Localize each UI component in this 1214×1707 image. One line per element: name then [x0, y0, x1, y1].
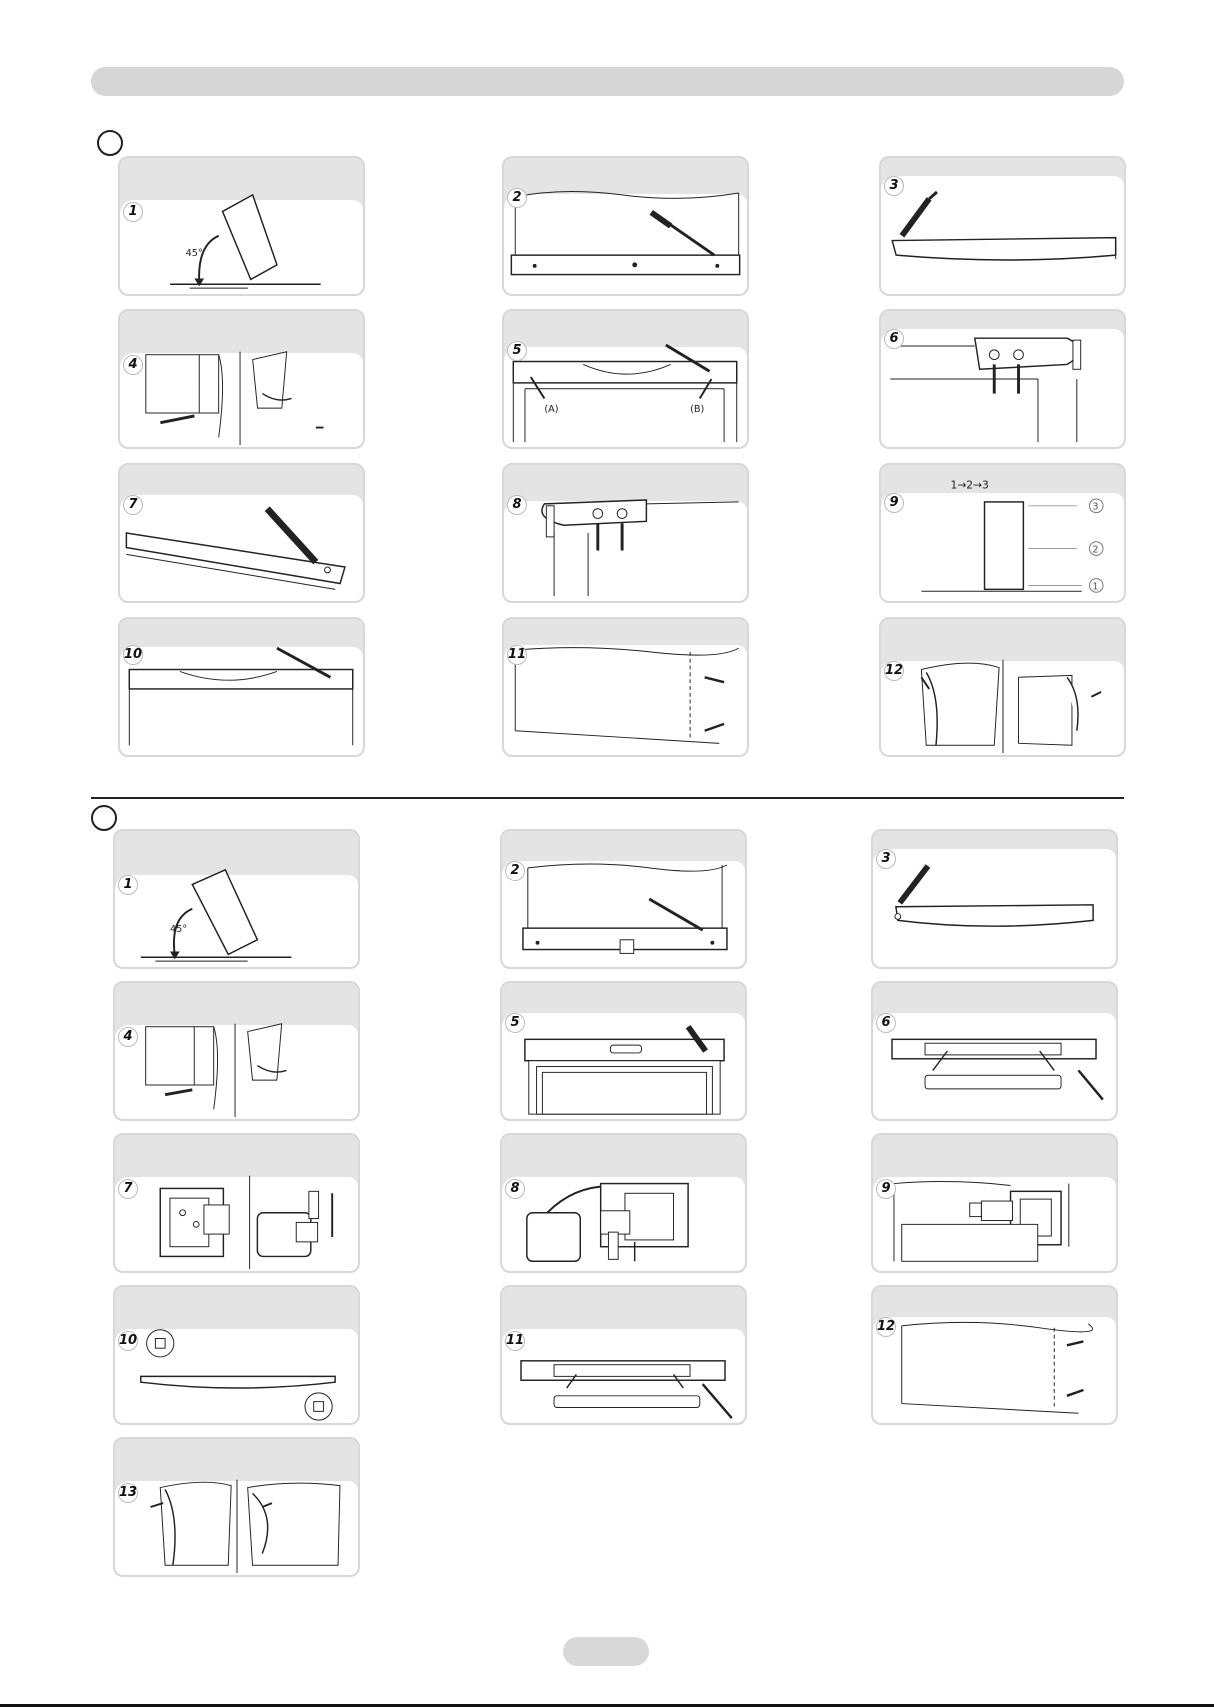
- top-panel-refit-illustration: [120, 619, 363, 755]
- step-card-s2-8: 8: [500, 1133, 747, 1273]
- top-panel-screws-illustration: (A) (B): [504, 311, 747, 447]
- step-number: 6: [876, 1013, 896, 1033]
- step-number: 2: [507, 188, 527, 208]
- marker-3: 3: [1092, 502, 1098, 513]
- step-card-s2-4: 4: [113, 981, 360, 1121]
- step-card-s2-9: 9: [871, 1133, 1118, 1273]
- step-number: 9: [884, 493, 904, 513]
- step-card-s2-10: 10: [113, 1285, 360, 1425]
- hinge-mount-illustration: [873, 1135, 1116, 1271]
- step-card-s2-6: 6: [871, 981, 1118, 1121]
- step-number: 10: [123, 645, 143, 665]
- label-b: (B): [690, 404, 704, 415]
- step-card-s1-9: 9 1→2→3 3 2 1: [879, 463, 1126, 603]
- door-lift-illustration: [115, 983, 358, 1119]
- step-number: 3: [884, 176, 904, 196]
- step-number: 13: [118, 1483, 138, 1503]
- step-number: 10: [118, 1331, 138, 1351]
- step-card-s2-2: 2: [500, 829, 747, 969]
- step-number: 7: [123, 495, 143, 515]
- door-hinge-cover-illustration: [120, 465, 363, 601]
- step-number: 8: [507, 495, 527, 515]
- step-number: 1: [118, 875, 138, 895]
- door-stopper-illustration: [873, 1287, 1116, 1423]
- step-number: 5: [507, 341, 527, 361]
- step-card-s2-7: 7: [113, 1133, 360, 1273]
- hinge-cover-removal-illustration: [873, 831, 1116, 967]
- angle-label: 45°: [170, 924, 187, 935]
- section-divider: [91, 797, 1124, 799]
- step-card-s1-8: 8: [502, 463, 749, 603]
- label-a: (A): [544, 404, 558, 415]
- page-number-pill: [563, 1637, 649, 1666]
- hinge-cover-pins-illustration: [115, 1287, 358, 1423]
- door-stopper-illustration: [504, 619, 747, 755]
- step-number: 5: [505, 1013, 525, 1033]
- hinge-plate-illustration: [115, 1135, 358, 1271]
- base-cover-screws-illustration: [502, 831, 745, 967]
- step-number: 11: [505, 1331, 525, 1351]
- step-number: 6: [884, 329, 904, 349]
- step-number: 9: [876, 1179, 896, 1199]
- step-number: 3: [876, 849, 896, 869]
- step-card-s1-3: 3: [879, 156, 1126, 296]
- sequence-text: 1→2→3: [951, 478, 989, 491]
- step-card-s2-12: 12: [871, 1285, 1118, 1425]
- step-card-s1-5: 5 (A) (B): [502, 309, 749, 449]
- step-card-s2-13: 13: [113, 1437, 360, 1577]
- door-lift-illustration: [120, 311, 363, 447]
- step-card-s2-1: 1 45°: [113, 829, 360, 969]
- door-handle-transfer-illustration: [881, 619, 1124, 755]
- hinge-bracket-illustration: [881, 311, 1124, 447]
- step-card-s1-4: 4: [118, 309, 365, 449]
- step-number: 12: [884, 661, 904, 681]
- angle-label: 45°: [186, 248, 203, 259]
- step-number: 12: [876, 1317, 896, 1337]
- top-frame-illustration: [502, 983, 745, 1119]
- step-card-s1-7: 7: [118, 463, 365, 603]
- bracket-refit-illustration: [502, 1287, 745, 1423]
- marker-2: 2: [1092, 544, 1098, 555]
- step-number: 8: [505, 1179, 525, 1199]
- bracket-removal-illustration: [873, 983, 1116, 1119]
- step-card-s1-6: 6: [879, 309, 1126, 449]
- step-card-s1-10: 10: [118, 617, 365, 757]
- section-marker-2: [91, 805, 117, 831]
- fridge-tilt-illustration: 45°: [120, 158, 363, 294]
- step-card-s1-2: 2: [502, 156, 749, 296]
- step-number: 4: [123, 355, 143, 375]
- hinge-cover-removal-illustration: [881, 158, 1124, 294]
- order-sequence-illustration: 1→2→3 3 2 1: [881, 465, 1124, 601]
- step-card-s1-12: 12: [879, 617, 1126, 757]
- hinge-reinstall-illustration: [504, 465, 747, 601]
- door-handle-transfer-illustration: [115, 1439, 358, 1575]
- title-bar: [91, 67, 1124, 96]
- step-number: 1: [123, 202, 143, 222]
- step-number: 11: [507, 645, 527, 665]
- step-number: 2: [505, 861, 525, 881]
- step-card-s2-11: 11: [500, 1285, 747, 1425]
- fridge-tilt-illustration: 45°: [115, 831, 358, 967]
- marker-1: 1: [1092, 581, 1098, 592]
- step-number: 7: [118, 1179, 138, 1199]
- step-card-s1-11: 11: [502, 617, 749, 757]
- step-number: 4: [118, 1027, 138, 1047]
- step-card-s2-3: 3: [871, 829, 1118, 969]
- step-card-s2-5: 5: [500, 981, 747, 1121]
- hinge-swap-illustration: [502, 1135, 745, 1271]
- top-cover-screw-illustration: [504, 158, 747, 294]
- step-card-s1-1: 1 45°: [118, 156, 365, 296]
- section-marker-1: [97, 130, 123, 156]
